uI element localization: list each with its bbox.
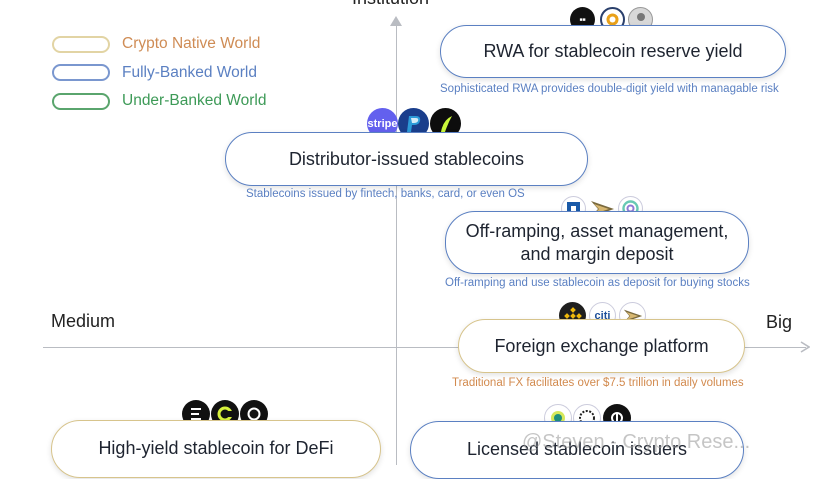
- axis-label-right: Big: [766, 312, 792, 333]
- legend: Crypto Native World Fully-Banked World U…: [52, 30, 266, 116]
- axis-label-left: Medium: [51, 311, 115, 332]
- node-label-line1: Off-ramping, asset management,: [466, 220, 729, 243]
- vertical-axis-arrow-icon: [390, 16, 402, 26]
- node-label: Distributor-issued stablecoins: [289, 148, 524, 171]
- legend-label: Fully-Banked World: [122, 64, 257, 82]
- legend-item-fully-banked: Fully-Banked World: [52, 59, 266, 88]
- node-label: High-yield stablecoin for DeFi: [98, 437, 333, 460]
- horizontal-axis-arrow-icon: [800, 341, 810, 353]
- node-caption: Off-ramping and use stablecoin as deposi…: [445, 277, 750, 289]
- node-off-ramping: Off-ramping, asset management, and margi…: [445, 211, 749, 274]
- node-caption: Stablecoins issued by fintech, banks, ca…: [246, 188, 525, 200]
- legend-swatch: [52, 64, 110, 81]
- node-label: Foreign exchange platform: [494, 335, 708, 358]
- watermark: @Steven - Crypto Rese...: [522, 431, 750, 454]
- node-high-yield-defi: High-yield stablecoin for DeFi: [51, 420, 381, 478]
- stripe-text: stripe: [368, 118, 398, 130]
- node-foreign-exchange: Foreign exchange platform: [458, 319, 745, 373]
- legend-item-under-banked: Under-Banked World: [52, 87, 266, 116]
- axis-label-top: Institution: [352, 0, 429, 9]
- legend-label: Under-Banked World: [122, 92, 266, 110]
- node-label: RWA for stablecoin reserve yield: [483, 40, 742, 63]
- vertical-axis: [396, 22, 397, 465]
- node-caption: Traditional FX facilitates over $7.5 tri…: [452, 377, 744, 389]
- legend-item-crypto-native: Crypto Native World: [52, 30, 266, 59]
- legend-swatch: [52, 36, 110, 53]
- node-label-line2: and margin deposit: [466, 243, 729, 266]
- legend-swatch: [52, 93, 110, 110]
- node-caption: Sophisticated RWA provides double-digit …: [440, 83, 779, 95]
- node-rwa-reserve-yield: RWA for stablecoin reserve yield: [440, 25, 786, 78]
- node-distributor-stablecoins: Distributor-issued stablecoins: [225, 132, 588, 186]
- legend-label: Crypto Native World: [122, 35, 260, 53]
